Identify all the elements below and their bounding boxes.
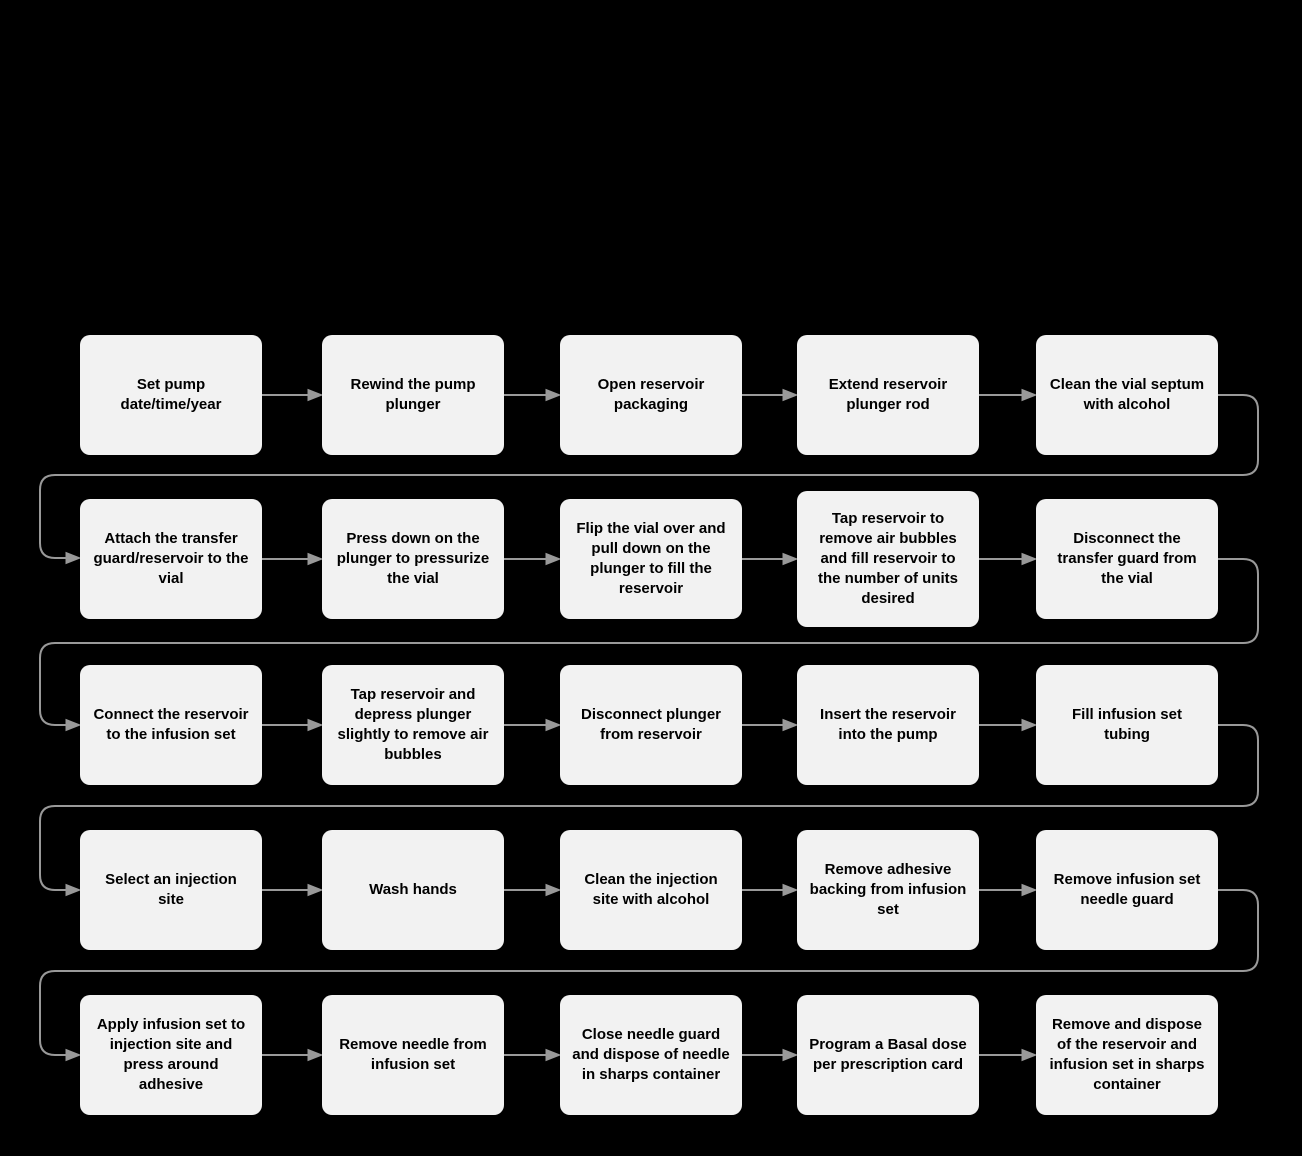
step-remove-needle-guard: Remove infusion set needle guard bbox=[1036, 830, 1218, 950]
flow-arrow bbox=[262, 883, 1038, 897]
step-disconnect-transfer-guard: Disconnect the transfer guard from the v… bbox=[1036, 499, 1218, 619]
step-open-reservoir-packaging: Open reservoir packaging bbox=[560, 335, 742, 455]
step-remove-adhesive-backing: Remove adhesive backing from infusion se… bbox=[797, 830, 979, 950]
step-clean-injection-site: Clean the injection site with alcohol bbox=[560, 830, 742, 950]
flow-arrow bbox=[262, 552, 1038, 566]
step-tap-reservoir-remove-bubbles: Tap reservoir and depress plunger slight… bbox=[322, 665, 504, 785]
step-rewind-pump-plunger: Rewind the pump plunger bbox=[322, 335, 504, 455]
step-dispose-reservoir-set: Remove and dispose of the reservoir and … bbox=[1036, 995, 1218, 1115]
flow-arrow bbox=[262, 1048, 1038, 1062]
step-attach-transfer-guard: Attach the transfer guard/reservoir to t… bbox=[80, 499, 262, 619]
step-insert-reservoir-pump: Insert the reservoir into the pump bbox=[797, 665, 979, 785]
step-pressurize-vial: Press down on the plunger to pressurize … bbox=[322, 499, 504, 619]
step-extend-plunger-rod: Extend reservoir plunger rod bbox=[797, 335, 979, 455]
step-close-needle-guard-dispose: Close needle guard and dispose of needle… bbox=[560, 995, 742, 1115]
step-clean-vial-septum: Clean the vial septum with alcohol bbox=[1036, 335, 1218, 455]
step-wash-hands: Wash hands bbox=[322, 830, 504, 950]
step-tap-reservoir-fill-units: Tap reservoir to remove air bubbles and … bbox=[797, 491, 979, 627]
flow-arrow bbox=[262, 388, 1038, 402]
step-connect-reservoir-infusion-set: Connect the reservoir to the infusion se… bbox=[80, 665, 262, 785]
flow-arrow bbox=[262, 718, 1038, 732]
step-apply-infusion-set: Apply infusion set to injection site and… bbox=[80, 995, 262, 1115]
step-fill-infusion-tubing: Fill infusion set tubing bbox=[1036, 665, 1218, 785]
step-disconnect-plunger: Disconnect plunger from reservoir bbox=[560, 665, 742, 785]
step-flip-vial-fill-reservoir: Flip the vial over and pull down on the … bbox=[560, 499, 742, 619]
row-wrap-connector bbox=[39, 394, 1259, 1062]
step-program-basal-dose: Program a Basal dose per prescription ca… bbox=[797, 995, 979, 1115]
step-set-pump-date: Set pump date/time/year bbox=[80, 335, 262, 455]
step-select-injection-site: Select an injection site bbox=[80, 830, 262, 950]
step-remove-needle: Remove needle from infusion set bbox=[322, 995, 504, 1115]
